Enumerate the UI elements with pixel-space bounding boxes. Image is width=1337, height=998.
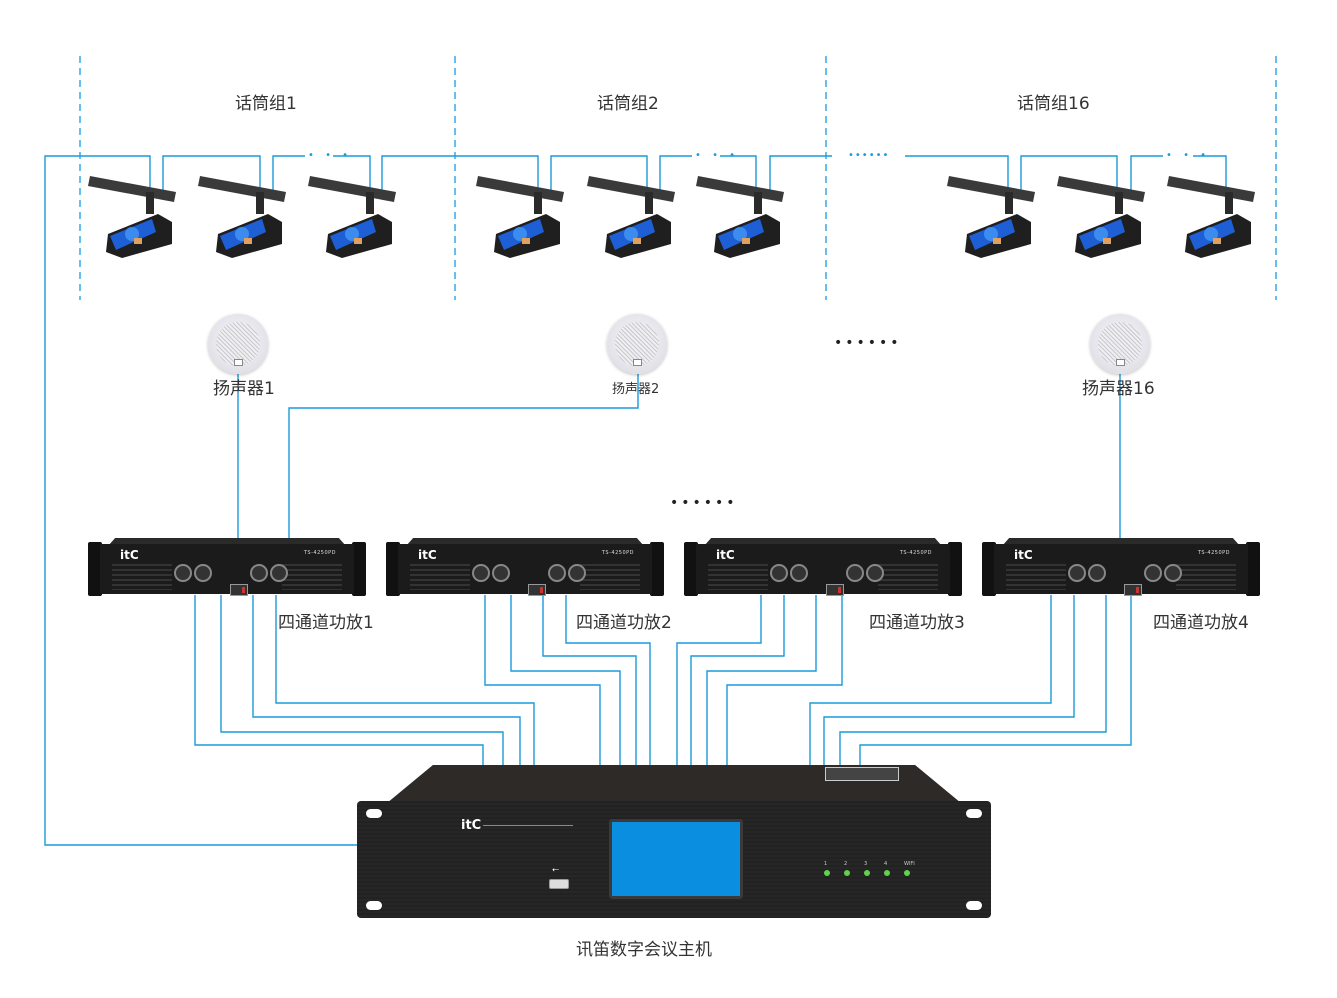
amplifier-model: TS-4250PD <box>303 550 336 556</box>
amplifier-model: TS-4250PD <box>899 550 932 556</box>
wire-mic-link <box>1193 155 1227 190</box>
wire-speaker2-amp1 <box>288 372 639 540</box>
speaker-label: 扬声器1 <box>213 379 275 399</box>
usb-port[interactable] <box>549 879 569 889</box>
mic-link-dots: • • • <box>308 150 353 161</box>
gooseneck-microphone-unit <box>88 174 183 259</box>
wire-mic-link <box>381 155 539 190</box>
wire-amp4-ch <box>859 595 1132 766</box>
wire-amp3-ch <box>706 595 817 766</box>
host-lcd-screen <box>609 819 743 899</box>
four-channel-amplifier: itC TS-4250PD <box>88 538 366 598</box>
wire-amp1-ch <box>194 595 484 766</box>
wire-amp2-ch <box>510 595 621 766</box>
host-brand-logo: itC <box>461 818 482 833</box>
rack-hole <box>966 901 982 910</box>
rack-hole <box>366 901 382 910</box>
wire-host-to-mics <box>44 155 357 846</box>
usb-icon: ⭠ <box>552 865 560 875</box>
wire-mic-link <box>162 155 261 190</box>
status-led <box>884 870 890 876</box>
wire-amp2-ch <box>565 595 651 766</box>
mic-link-dots: • • • <box>695 150 740 161</box>
ceiling-speaker <box>607 314 667 374</box>
ceiling-speaker <box>1090 314 1150 374</box>
mic-link-dots: • • • <box>1166 150 1211 161</box>
rack-hole <box>966 809 982 818</box>
gooseneck-microphone-unit <box>476 174 571 259</box>
host-front-panel: itC ⭠ 1 2 3 4 WIFI <box>357 801 991 918</box>
gooseneck-microphone-unit <box>587 174 682 259</box>
speaker-label: 扬声器2 <box>612 382 660 397</box>
wire-amp4-ch <box>839 595 1107 766</box>
mic-group-label: 话筒组1 <box>235 94 297 114</box>
four-channel-amplifier: itC TS-4250PD <box>982 538 1260 598</box>
wire-mic-link <box>550 155 648 190</box>
amplifier-brand-logo: itC <box>1014 548 1033 562</box>
wire-amp3-ch <box>676 595 762 766</box>
amplifier-label: 四通道功放4 <box>1153 613 1249 633</box>
host-model-line <box>483 820 573 826</box>
four-channel-amplifier: itC TS-4250PD <box>684 538 962 598</box>
wire-amp3-ch <box>726 595 843 766</box>
host-label: 讯笛数字会议主机 <box>576 940 712 960</box>
mic-group-label: 话筒组16 <box>1017 94 1090 114</box>
amplifier-model: TS-4250PD <box>601 550 634 556</box>
wire-amp4-ch <box>809 595 1052 766</box>
wire-mic-link <box>659 155 692 190</box>
conference-host-unit: itC ⭠ 1 2 3 4 WIFI <box>357 765 991 918</box>
wire-mic-link <box>905 155 1009 190</box>
led-label: 2 <box>844 861 848 867</box>
led-label: 3 <box>864 861 868 867</box>
amplifier-model: TS-4250PD <box>1197 550 1230 556</box>
amplifier-brand-logo: itC <box>716 548 735 562</box>
wire-amp1-ch <box>220 595 504 766</box>
amplifier-brand-logo: itC <box>418 548 437 562</box>
wire-mic-link <box>720 155 757 190</box>
speakers-ellipsis: •••••• <box>834 335 902 351</box>
wire-mic-link <box>1020 155 1118 190</box>
wire-amp1-ch <box>252 595 521 766</box>
rack-hole <box>366 809 382 818</box>
amps-ellipsis: •••••• <box>670 495 738 511</box>
amplifier-label: 四通道功放1 <box>278 613 374 633</box>
wire-amp3-ch <box>690 595 785 766</box>
wire-mic-link <box>333 155 371 190</box>
gooseneck-microphone-unit <box>1057 174 1152 259</box>
gooseneck-microphone-unit <box>947 174 1042 259</box>
led-label: WIFI <box>904 861 915 867</box>
led-label: 1 <box>824 861 828 867</box>
status-led <box>864 870 870 876</box>
wire-mic-link <box>1130 155 1163 190</box>
speaker-label: 扬声器16 <box>1082 379 1155 399</box>
host-rear-port <box>825 767 899 781</box>
status-led <box>844 870 850 876</box>
between-groups-dots: •••••• <box>848 150 890 161</box>
gooseneck-microphone-unit <box>308 174 403 259</box>
mic-group-label: 话筒组2 <box>597 94 659 114</box>
status-led <box>904 870 910 876</box>
gooseneck-microphone-unit <box>198 174 293 259</box>
wire-amp2-ch <box>484 595 601 766</box>
wire-mic-link <box>272 155 305 190</box>
ceiling-speaker <box>208 314 268 374</box>
gooseneck-microphone-unit <box>1167 174 1262 259</box>
amplifier-label: 四通道功放2 <box>576 613 672 633</box>
amplifier-brand-logo: itC <box>120 548 139 562</box>
four-channel-amplifier: itC TS-4250PD <box>386 538 664 598</box>
wire-amp4-ch <box>823 595 1075 766</box>
led-label: 4 <box>884 861 888 867</box>
amplifier-label: 四通道功放3 <box>869 613 965 633</box>
gooseneck-microphone-unit <box>696 174 791 259</box>
wire-mic-link <box>769 155 832 190</box>
wire-amp2-ch <box>542 595 637 766</box>
status-led <box>824 870 830 876</box>
wire-amp1-ch <box>275 595 535 766</box>
